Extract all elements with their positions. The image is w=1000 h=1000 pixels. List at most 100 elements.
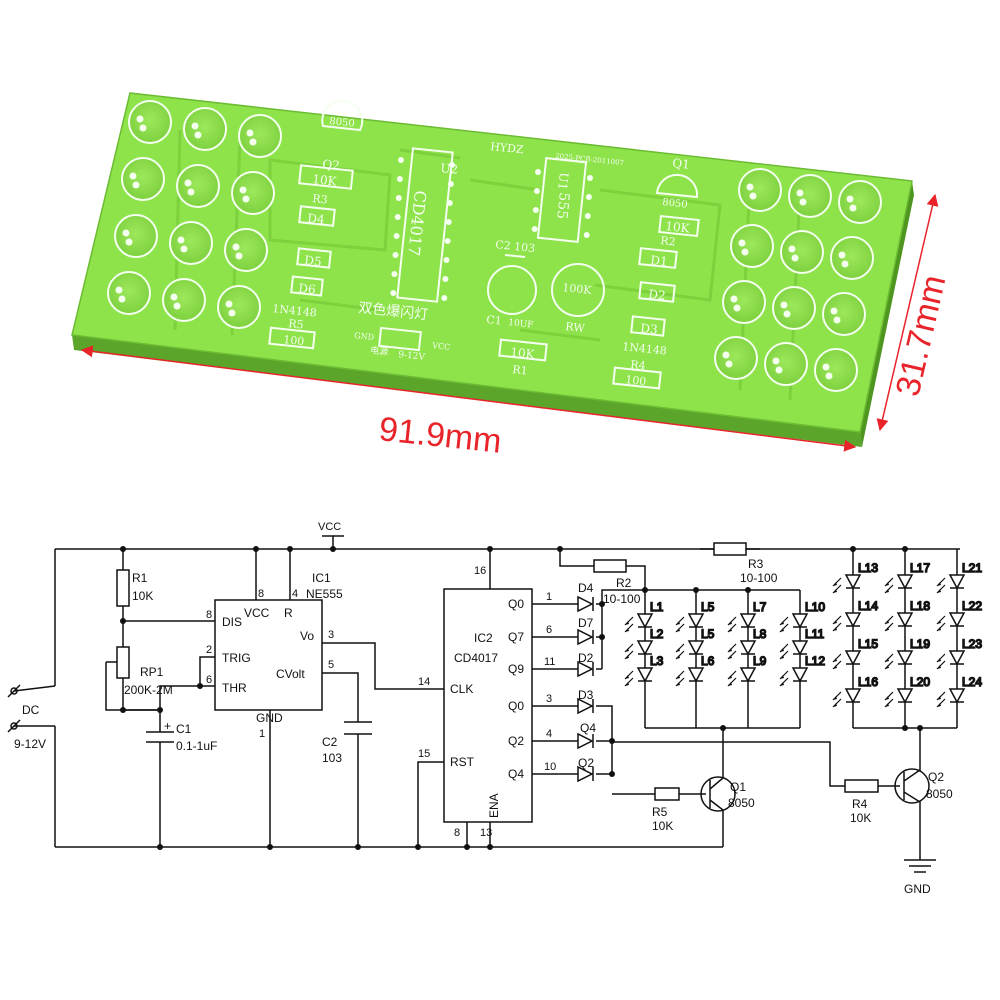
led-right-4: L16 xyxy=(832,674,879,708)
pcb-label-rw: RW xyxy=(565,320,586,335)
pcb-q1-outline xyxy=(655,173,699,199)
led-pad-left-5 xyxy=(176,164,220,208)
led-right-10: L22 xyxy=(936,598,983,632)
led-pad-right-6 xyxy=(830,236,874,280)
diode-d3-label: D3 xyxy=(578,688,594,702)
pcb-label-r3-val: 10K xyxy=(312,172,339,189)
pcb-d2-outline xyxy=(638,281,676,303)
pcb-r3-outline xyxy=(298,164,354,190)
c1-value: 0.1-1uF xyxy=(176,739,217,753)
led-pad-left-8 xyxy=(169,221,213,265)
schematic: L1L2L3L5L5L6L7L8L9L10L11L12L13L14L15L16L… xyxy=(7,535,983,873)
diode-d4-label: D4 xyxy=(578,581,594,595)
ic1-pin-vcc: VCC xyxy=(244,606,270,620)
ic2-num-8: 8 xyxy=(454,827,460,839)
ic1-box xyxy=(214,599,323,711)
gnd-symbol xyxy=(904,859,936,873)
led-right-6: L18 xyxy=(884,598,931,632)
led-right-7-label: L19 xyxy=(910,637,930,651)
led-right-6-label: L18 xyxy=(910,599,930,613)
q2-label: Q2 xyxy=(928,770,944,784)
height-dimension-label: 31.7mm xyxy=(889,272,954,400)
led-right-5-label: L17 xyxy=(910,561,930,575)
led-left-7-label: L7 xyxy=(753,600,767,614)
pcb-label-d3: D3 xyxy=(640,321,659,337)
led-pad-right-9 xyxy=(822,292,866,336)
q1-transistor xyxy=(700,776,736,812)
pcb-q2-outline xyxy=(321,99,364,132)
led-left-8-label: L8 xyxy=(753,627,767,641)
ic1-pin-vo: Vo xyxy=(300,629,314,643)
led-pad-left-3 xyxy=(238,114,282,158)
led-pad-right-12 xyxy=(814,348,858,392)
pcb-label-c2: C2 103 xyxy=(495,238,536,255)
ic2-pin-q9: Q9 xyxy=(508,662,524,676)
led-right-9-label: L21 xyxy=(962,561,982,575)
ic2-pin-q4: Q4 xyxy=(508,767,524,781)
led-pad-right-3 xyxy=(838,180,882,224)
q2-part: 8050 xyxy=(926,787,953,801)
ic1-part: NE555 xyxy=(306,587,343,601)
led-left-9: L9 xyxy=(727,653,767,687)
pcb-label-q1-part: 8050 xyxy=(662,197,688,211)
pcb-label-c1-val: 10UF xyxy=(508,318,534,331)
r4-resistor xyxy=(844,779,879,793)
ic1-pin-trig: TRIG xyxy=(222,651,251,665)
pcb-label-q2: Q2 xyxy=(322,157,341,173)
height-dimension-line xyxy=(876,193,939,432)
pcb-label-q1: Q1 xyxy=(672,156,691,172)
rp1-label: RP1 xyxy=(140,665,164,679)
led-left-2: L2 xyxy=(624,626,664,660)
pcb-label-u2: U2 xyxy=(440,161,459,177)
pcb-u2-outline xyxy=(396,147,454,303)
r2-resistor xyxy=(593,559,627,573)
ic2-num-1: 1 xyxy=(546,591,552,603)
ic1-num-6: 6 xyxy=(206,674,212,686)
led-left-4: L5 xyxy=(675,599,715,633)
led-left-7: L7 xyxy=(727,599,767,633)
vcc-label: VCC xyxy=(318,521,341,533)
r5-label: R5 xyxy=(652,805,668,819)
led-pad-left-12 xyxy=(217,285,261,329)
ic2-num-14: 14 xyxy=(418,676,430,688)
led-pad-right-1 xyxy=(738,168,782,212)
pcb-label-d1: D1 xyxy=(650,253,669,269)
led-pads-left xyxy=(107,100,282,329)
pcb-label-r5: R5 xyxy=(288,317,305,332)
pcb-label-r3: R3 xyxy=(312,192,329,207)
pcb-label-d2: D2 xyxy=(648,287,667,303)
ic1-num-1: 1 xyxy=(259,728,265,740)
led-left-2-label: L2 xyxy=(650,627,664,641)
diode-q2-label: Q2 xyxy=(578,756,594,770)
pcb-label-q2-part: 8050 xyxy=(329,116,355,130)
pcb-ic-pins xyxy=(390,157,593,301)
junction-dots xyxy=(120,546,923,850)
led-right-1-label: L13 xyxy=(858,561,878,575)
q1-part: 8050 xyxy=(728,796,755,810)
led-right-12: L24 xyxy=(936,674,983,708)
r4-value: 10K xyxy=(850,811,871,825)
led-right-2: L14 xyxy=(832,598,879,632)
led-left-10-label: L10 xyxy=(805,600,825,614)
led-right-8-label: L20 xyxy=(910,675,930,689)
led-left-1: L1 xyxy=(624,599,664,633)
led-right-3-label: L15 xyxy=(858,637,878,651)
r1-resistor xyxy=(116,569,130,607)
led-right-11: L23 xyxy=(936,636,983,670)
ic1-pin-cvolt: CVolt xyxy=(276,667,305,681)
led-pad-left-6 xyxy=(231,171,275,215)
ic2-num-11: 11 xyxy=(544,656,555,668)
pcb-u1-outline xyxy=(536,157,588,243)
ic1-num-2: 2 xyxy=(206,644,212,656)
pcb-label-r1-val: 10K xyxy=(510,345,537,362)
led-pad-right-5 xyxy=(780,230,824,274)
c1-capacitor xyxy=(146,731,174,743)
led-left-3: L3 xyxy=(624,653,664,687)
led-left-5: L5 xyxy=(675,626,715,660)
ic2-pin-q0b: Q0 xyxy=(508,699,524,713)
dc-terminal-minus xyxy=(10,722,18,730)
pcb-label-d5: D5 xyxy=(304,253,323,269)
led-right-2-label: L14 xyxy=(858,599,878,613)
r1-label: R1 xyxy=(132,571,148,585)
ic1-pin-thr: THR xyxy=(222,681,247,695)
